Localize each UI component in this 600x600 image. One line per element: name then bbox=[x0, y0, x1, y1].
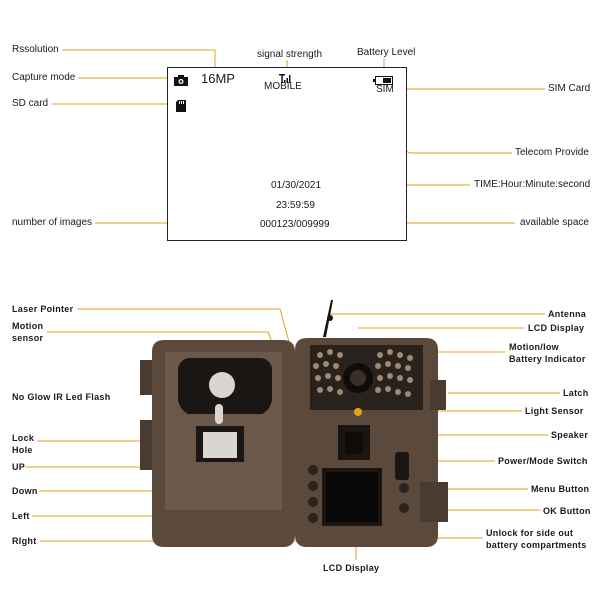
camera-interior bbox=[295, 300, 448, 547]
left-button-label: Left bbox=[12, 511, 30, 521]
menu-button-label: Menu Button bbox=[531, 484, 590, 494]
motion-sensor-label-line2: sensor bbox=[12, 333, 44, 343]
battery-icon bbox=[373, 72, 393, 90]
unlock-label: Unlock for side out bbox=[486, 528, 574, 538]
up-button-label: UP bbox=[12, 462, 26, 472]
right-button-label: RIght bbox=[12, 536, 37, 546]
signal-strength-icon bbox=[279, 70, 291, 88]
sim-status: SIM bbox=[376, 84, 394, 95]
sim-card-label: SIM Card bbox=[548, 83, 591, 94]
camera-mode-icon bbox=[174, 73, 188, 91]
lcd-display-label-bottom: LCD Display bbox=[323, 563, 380, 573]
network-name: MOBILE bbox=[264, 81, 302, 92]
lock-hole-label-line2: Hole bbox=[12, 445, 33, 455]
ok-button-label: OK Button bbox=[543, 506, 591, 516]
time-format-label: TIME:Hour:Minute:second bbox=[474, 179, 591, 190]
lcd-screen-illustration: 16MP MOBILE SIM 01/30/2021 23:59:59 0001… bbox=[167, 67, 407, 241]
signal-strength-label: signal strength bbox=[257, 49, 323, 60]
time-value: 23:59:59 bbox=[276, 200, 315, 211]
motion-indicator-label-line2: Battery Indicator bbox=[509, 354, 586, 364]
sd-card-icon bbox=[176, 99, 186, 117]
power-mode-switch-label: Power/Mode Switch bbox=[498, 456, 588, 466]
unlock-label-line2: battery compartments bbox=[486, 540, 587, 550]
telecom-provider-label: Telecom Provide bbox=[515, 147, 589, 158]
no-glow-flash-label: No Glow IR Led Flash bbox=[12, 392, 111, 402]
latch-label: Latch bbox=[563, 388, 589, 398]
battery-level-label: Battery Level bbox=[357, 47, 416, 58]
image-counter: 000123/009999 bbox=[260, 219, 330, 230]
speaker-label: Speaker bbox=[551, 430, 589, 440]
antenna-label: Antenna bbox=[548, 309, 587, 319]
laser-pointer-label: Laser Pointer bbox=[12, 304, 74, 314]
date-value: 01/30/2021 bbox=[271, 180, 322, 191]
lcd-display-label-top: LCD Display bbox=[528, 323, 585, 333]
number-of-images-label: number of images bbox=[12, 217, 93, 228]
sd-card-label: SD card bbox=[12, 98, 49, 109]
light-sensor-label: Light Sensor bbox=[525, 406, 584, 416]
lock-hole-label: Lock bbox=[12, 433, 35, 443]
resolution-value: 16MP bbox=[201, 71, 235, 86]
resolution-label: Rssolution bbox=[12, 44, 59, 55]
camera-front-cover bbox=[140, 340, 295, 547]
motion-indicator-label: Motion/low bbox=[509, 342, 559, 352]
down-button-label: Down bbox=[12, 486, 38, 496]
available-space-label: available space bbox=[520, 217, 589, 228]
motion-sensor-label: Motion bbox=[12, 321, 44, 331]
capture-mode-label: Capture mode bbox=[12, 72, 76, 83]
